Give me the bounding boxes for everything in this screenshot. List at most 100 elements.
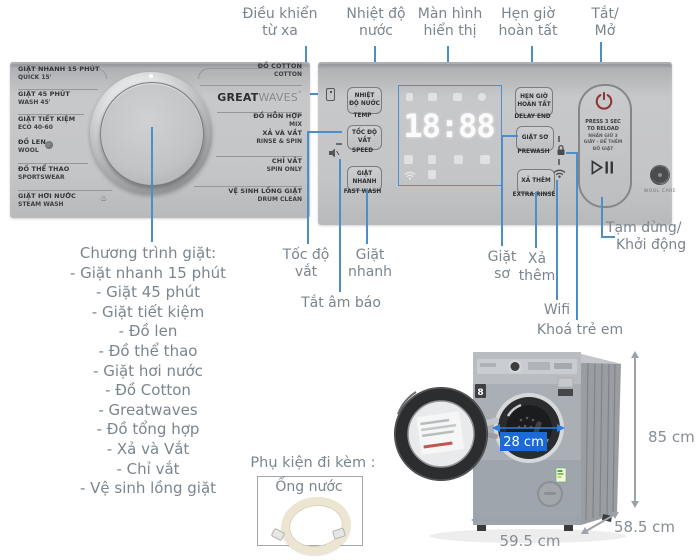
indicator-icon (480, 155, 490, 164)
program-item-wash45: GIẶT 45 PHÚT WASH 45' (18, 90, 118, 106)
callout-power-line2: Mở (594, 22, 616, 39)
program-steam-vi: GIẶT HƠI NƯỚC (18, 192, 76, 200)
display-wifi-icon (404, 171, 416, 180)
indicator-icon (428, 155, 436, 164)
program-steam-en: STEAM WASH (18, 200, 64, 208)
program-list-item: - Vệ sinh lồng giặt (79, 479, 217, 498)
program-list-item: - Giặt hơi nước (93, 361, 203, 380)
greatwaves-tm: ™ (298, 90, 302, 96)
program-sportswear-vi: ĐỒ THỂ THAO (18, 165, 70, 173)
program-list-item: - Giặt 45 phút (95, 283, 201, 302)
program-item-quick15: GIẶT NHANH 15 PHÚT QUICK 15' (18, 65, 118, 81)
dim-depth-text: 58.5 cm (614, 518, 676, 536)
callout-water-temp-line2: nước (358, 22, 393, 39)
program-cotton-vi: ĐỒ COTTON (257, 62, 302, 70)
program-list-item: - Đồ thể thao (98, 341, 198, 360)
program-list-item: - Đồ tổng hợp (96, 420, 200, 439)
greatwaves-light: WAVES (258, 91, 298, 104)
fast-wash-button-sub: FAST WASH (343, 189, 382, 195)
machine-knob (510, 362, 520, 371)
program-mix-en: MIX (289, 120, 302, 128)
dim-width-text: 59.5 cm (499, 532, 561, 550)
program-divider (194, 186, 302, 187)
door-width-badge (500, 432, 547, 451)
program-rinse-spin-vi: XẢ VÀ VẮT (262, 129, 302, 137)
remote-control-icon (326, 88, 335, 101)
callout-line-extra-rinse (535, 192, 537, 248)
child-lock-icon (557, 144, 565, 155)
program-wash45-en: WASH 45' (18, 98, 51, 106)
program-spin-only-en: SPIN ONLY (266, 165, 302, 173)
program-item-wool: ĐỒ LEN WOOL (18, 138, 118, 154)
callout-fast-wash-line2: nhanh (347, 263, 393, 280)
callout-display-line1: Màn hình (417, 6, 483, 22)
callout-line-pause-v (601, 197, 603, 238)
program-list-item: - Xả và Vắt (106, 439, 190, 458)
fast-wash-button: GIẶT NHANH (347, 166, 382, 191)
hold-text-en: PRESS 3 SEC TO RELOAD (585, 119, 621, 132)
callout-power-line1: Tắt/ (591, 6, 619, 22)
program-divider (217, 112, 302, 113)
program-item-rinse-spin: XẢ VÀ VẮT RINSE & SPIN (190, 129, 302, 145)
callout-line-programs (151, 127, 153, 242)
callout-fast-wash: Giặt nhanh (344, 247, 396, 280)
greatwaves-logo: GREATWAVES™ (190, 86, 302, 105)
program-list-item: - Greatwaves (98, 400, 198, 419)
prewash-button: GIẶT SƠ (516, 126, 554, 151)
door-width-text: 28 cm (503, 435, 544, 450)
program-list-item: - Đồ Cotton (105, 381, 191, 400)
program-item-steam: GIẶT HƠI NƯỚC STEAM WASH (18, 192, 118, 208)
program-list: Chương trình giặt: - Giặt nhanh 15 phút … (48, 244, 248, 499)
program-quick15-vi: GIẶT NHANH 15 PHÚT (18, 65, 100, 73)
callout-pause-start-line2: Khởi động (616, 236, 687, 253)
dim-height-text: 85 cm (648, 428, 695, 446)
temp-button-sub: TEMP (353, 113, 372, 119)
arrow-right-icon (577, 515, 584, 524)
machine-control-strip (477, 359, 577, 374)
indicator-icon (428, 170, 436, 179)
greatwaves-bold: GREAT (217, 91, 259, 104)
callout-water-temp: Nhiệt độ nước (336, 6, 416, 39)
door-hinge (483, 417, 500, 427)
callout-pause-start-line1: Tạm dừng/ (606, 220, 682, 236)
program-divider (18, 89, 98, 90)
callout-line-pause-h (601, 236, 615, 238)
program-drum-clean-en: DRUM CLEAN (257, 195, 302, 203)
program-rinse-spin-en: RINSE & SPIN (256, 137, 302, 145)
program-item-cotton: ĐỒ COTTON COTTON (190, 62, 302, 78)
callout-line-lock-h (566, 152, 578, 154)
callout-prewash-line1: Giặt (487, 249, 517, 265)
callout-line-prewash-v (501, 135, 503, 246)
callout-child-lock: Khoá trẻ em (536, 322, 624, 338)
callout-line-fast-wash (366, 189, 368, 244)
callout-delay-end-line2: hoàn tất (498, 22, 558, 39)
extra-rinse-button: XẢ THÊM (517, 169, 555, 194)
arrow-left-icon (471, 515, 478, 524)
callout-line-wifi (556, 180, 558, 300)
callout-remote-control: Điều khiển từ xa (232, 6, 328, 39)
separator-tick (558, 159, 560, 165)
callout-remote-line1: Điều khiển (242, 6, 318, 22)
program-quick15-en: QUICK 15' (18, 73, 52, 81)
panel-wifi-icon (553, 169, 566, 178)
program-item-sportswear: ĐỒ THỂ THAO SPORTSWEAR (18, 165, 118, 181)
callout-delay-end: Hẹn giờ hoàn tất (491, 6, 565, 39)
panel-groove (198, 68, 303, 79)
delay-end-button: HẸN GIỜ HOÀN TẤT (515, 87, 553, 116)
callout-spin-speed-line2: vắt (294, 263, 318, 280)
callout-spin-speed-line1: Tốc độ (282, 247, 330, 263)
program-divider (216, 156, 302, 157)
extra-rinse-button-sub: EXTRA RINSE (512, 192, 556, 198)
program-list-title: Chương trình giặt: (79, 244, 217, 262)
indicator-icon (404, 155, 413, 164)
callout-fast-wash-line1: Giặt (355, 247, 385, 263)
machine-illustration: 8 (394, 352, 626, 543)
mute-speaker-icon (329, 148, 340, 158)
callout-pause-start: Tạm dừng/ Khởi động (606, 220, 696, 253)
mute-tick (336, 143, 342, 145)
callout-wifi: Wifi (543, 302, 571, 318)
callout-line-prewash-h (501, 135, 518, 137)
callout-spin-speed: Tốc độ vắt (277, 247, 335, 280)
program-item-mix: ĐỒ HỖN HỢP MIX (190, 112, 302, 128)
